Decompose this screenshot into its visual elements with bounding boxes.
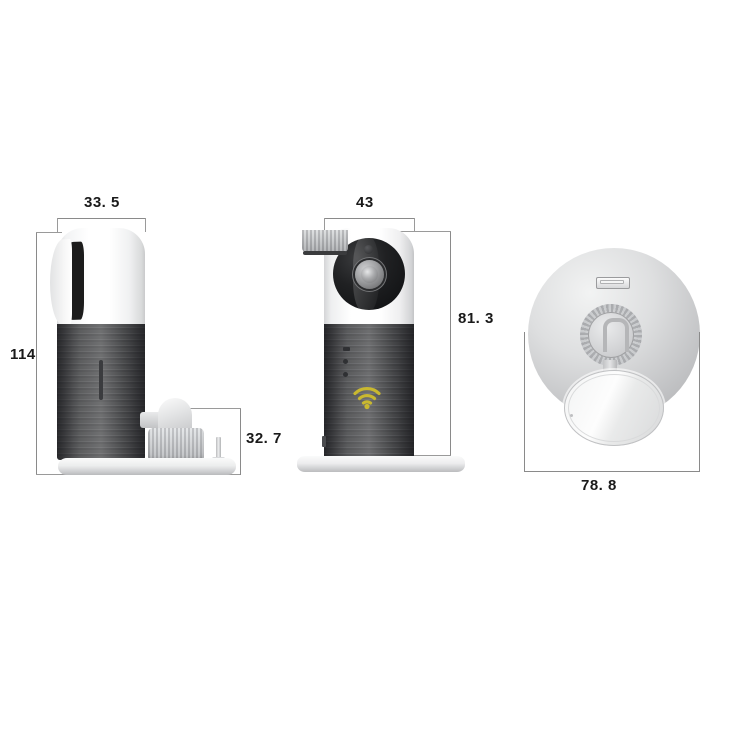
led-dot-icon — [343, 372, 348, 377]
led-indicator-group — [343, 342, 403, 381]
side-height-dimension-line — [36, 232, 37, 475]
side-width-ext-left — [57, 218, 58, 232]
bottom-width-dimension-label: 78. 8 — [581, 477, 617, 494]
front-upper-shell — [324, 228, 414, 326]
lens-glass-icon — [361, 266, 378, 283]
speaker-slot-icon — [99, 360, 103, 400]
bottom-width-dimension-line — [524, 471, 700, 472]
oval-pad — [564, 370, 664, 446]
side-width-dimension-label: 33. 5 — [84, 194, 120, 211]
front-base-knob — [302, 230, 348, 255]
front-lower-shell — [322, 324, 414, 460]
front-view: 43 81. 3 — [280, 0, 510, 520]
mount-hook-icon — [603, 318, 629, 352]
side-view: 33. 5 114 32. 7 — [0, 0, 300, 520]
side-lower-shell — [57, 324, 145, 460]
camera-lens-face — [333, 236, 405, 312]
side-mount-height-ext-top — [160, 408, 241, 409]
bottom-width-ext-right — [699, 332, 700, 472]
front-width-dimension-label: 43 — [356, 194, 374, 211]
led-indicator-row — [343, 368, 403, 381]
led-dot-icon — [343, 359, 348, 364]
front-height-ext-bottom — [400, 455, 451, 456]
side-width-dimension-line — [57, 218, 146, 219]
bottom-width-ext-left — [524, 332, 525, 472]
front-width-ext-right — [414, 218, 415, 232]
front-width-ext-left — [324, 218, 325, 232]
reset-port-icon — [322, 436, 326, 447]
wifi-icon — [353, 386, 381, 410]
side-upper-shell — [57, 228, 145, 326]
front-base-plate — [297, 456, 465, 472]
oval-pad-marker — [570, 414, 573, 417]
front-height-dimension-line — [450, 231, 451, 456]
side-mount-height-dimension-line — [240, 408, 241, 475]
lens-barrel-icon — [355, 260, 384, 289]
knurled-mount-ring — [580, 304, 642, 366]
front-height-dimension-label: 81. 3 — [458, 310, 494, 327]
led-indicator-row — [343, 342, 403, 355]
lens-crescent-icon — [58, 241, 84, 321]
led-indicator-row — [343, 355, 403, 368]
bottom-view: 78. 8 — [505, 0, 750, 520]
side-height-ext-top — [36, 232, 62, 233]
side-mount-height-dimension-label: 32. 7 — [246, 430, 282, 447]
bottom-base-disc — [528, 248, 700, 446]
front-camera-body — [322, 228, 414, 460]
locking-knob — [148, 428, 204, 465]
front-height-ext-top — [400, 231, 451, 232]
usb-port-icon — [596, 277, 630, 289]
side-camera-body — [57, 228, 145, 460]
side-width-ext-right — [145, 218, 146, 232]
led-bar-icon — [343, 346, 350, 351]
front-width-dimension-line — [324, 218, 414, 219]
side-height-dimension-label: 114 — [10, 346, 36, 363]
side-base-plate — [58, 458, 236, 475]
ir-sensor-icon — [364, 245, 373, 254]
